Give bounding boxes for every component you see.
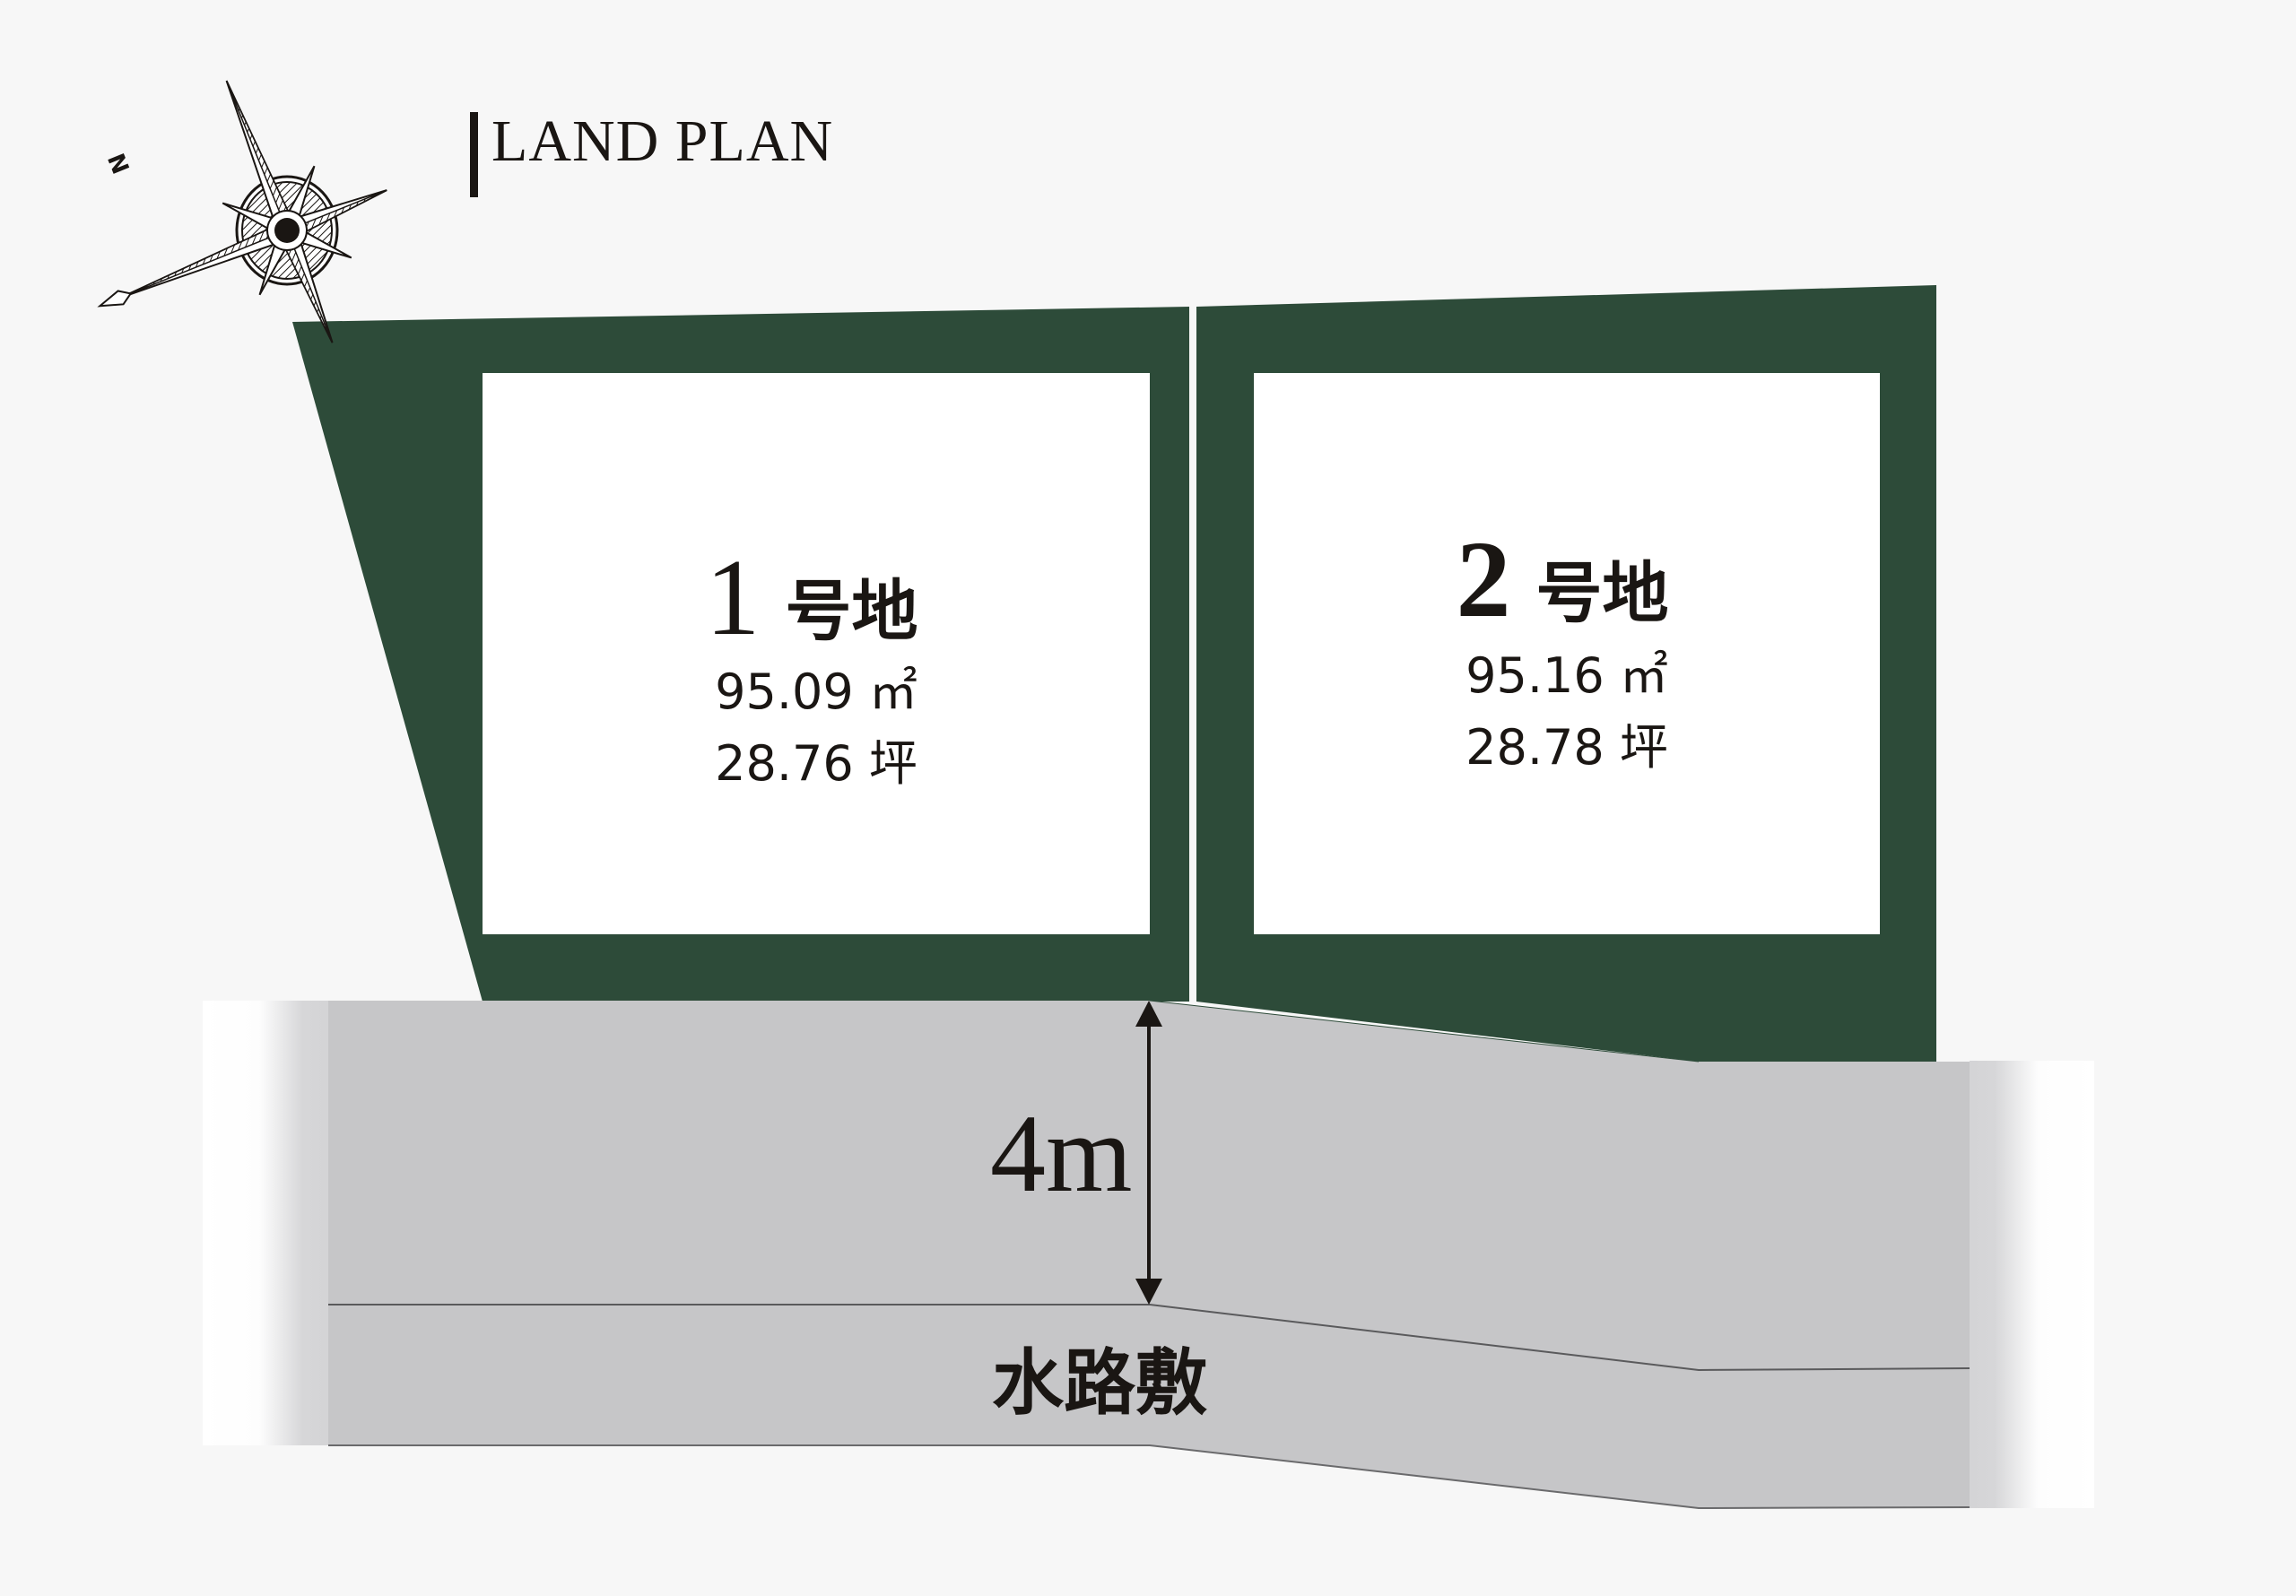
compass-rose-icon [97, 80, 387, 343]
lot-1-area-sqm: 95.09 ㎡ [715, 664, 918, 720]
lot-2-area-tsubo: 28.78 坪 [1465, 719, 1668, 776]
lot-1-suffix: 号地 [785, 573, 918, 650]
road-width-dimension-arrow [1135, 1001, 1162, 1305]
road-end-cap-left [203, 1001, 328, 1445]
waterway-label: 水路敷 [992, 1340, 1207, 1425]
road-waterway-divider [328, 1304, 1970, 1372]
waterway [328, 1305, 1970, 1508]
lot-1-area-tsubo: 28.76 坪 [715, 735, 918, 792]
title-accent-bar [470, 112, 478, 197]
lot-2-number: 2 [1456, 519, 1511, 640]
lot-2-suffix: 号地 [1535, 555, 1669, 632]
road-end-cap-right [1970, 1061, 2094, 1508]
lot-1-card[interactable]: 1 号地 95.09 ㎡ 28.76 坪 [483, 373, 1150, 934]
road-top-edge-right [1149, 1000, 1700, 1063]
page-title: LAND PLAN [491, 108, 834, 174]
lot-1-number: 1 [705, 537, 761, 658]
road-width-label: 4m [990, 1092, 1133, 1215]
waterway-bottom-edge [328, 1444, 1970, 1510]
lot-2-card[interactable]: 2 号地 95.16 ㎡ 28.78 坪 [1254, 373, 1880, 934]
lot-2-area-sqm: 95.16 ㎡ [1465, 647, 1668, 704]
